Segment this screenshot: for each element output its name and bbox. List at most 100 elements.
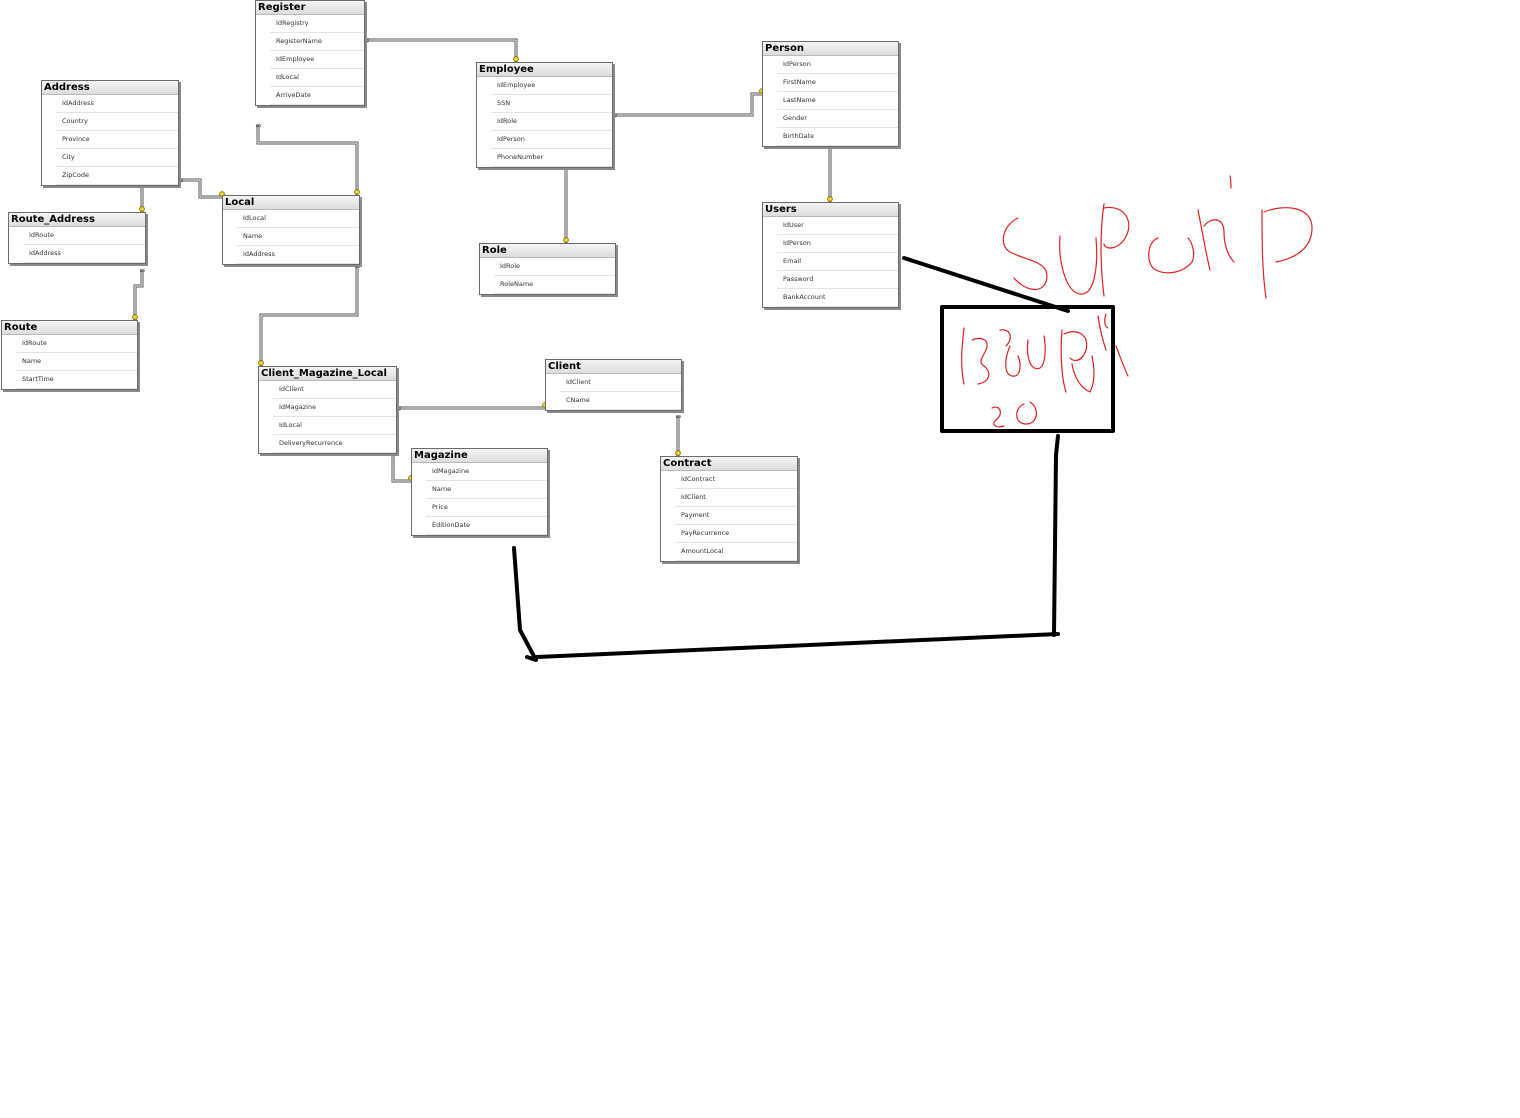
table-column-row[interactable]: IdClient: [675, 489, 797, 507]
column-name: RoleName: [500, 280, 534, 288]
relationship-client_magazine_local-client[interactable]: ∞: [395, 402, 548, 413]
table-column-row[interactable]: Name: [426, 481, 547, 499]
table-column-row[interactable]: DeliveryRecurrence: [273, 435, 396, 453]
column-name: IdLocal: [279, 421, 302, 429]
column-name: Name: [22, 357, 42, 365]
table-title: Client_Magazine_Local: [259, 367, 396, 381]
column-name: IdMagazine: [279, 403, 317, 411]
column-name: IdLocal: [276, 73, 299, 81]
table-title: Route: [2, 321, 137, 335]
table-column-row[interactable]: IdRole: [494, 258, 615, 276]
column-name: IdAddress: [62, 99, 94, 107]
table-column-row[interactable]: BirthDate: [777, 128, 898, 146]
table-column-row[interactable]: IdContract: [675, 471, 797, 489]
column-name: IdClient: [566, 378, 591, 386]
table-column-row[interactable]: IdRole: [491, 113, 612, 131]
many-end-marker: ∞: [255, 121, 262, 130]
table-column-row[interactable]: Name: [16, 353, 137, 371]
table-column-row[interactable]: RegisterName: [270, 33, 364, 51]
column-name: PhoneNumber: [497, 153, 544, 161]
table-column-row[interactable]: FirstName: [777, 74, 898, 92]
table-title: Route_Address: [9, 213, 145, 227]
relationship-route_address-route[interactable]: ∞: [132, 266, 146, 320]
table-column-row[interactable]: ZipCode: [56, 167, 178, 185]
table-column-row[interactable]: IdRoute: [23, 227, 145, 245]
table-column-row[interactable]: IdRoute: [16, 335, 137, 353]
table-column-row[interactable]: ArriveDate: [270, 87, 364, 105]
table-column-row[interactable]: Name: [237, 228, 359, 246]
table-column-row[interactable]: Country: [56, 113, 178, 131]
table-column-row[interactable]: IdPerson: [777, 56, 898, 74]
table-column-row[interactable]: IdEmployee: [491, 77, 612, 95]
table-column-row[interactable]: StartTime: [16, 371, 137, 389]
relationship-client-contract[interactable]: ∞: [675, 412, 682, 456]
relationship-local-client_magazine_local[interactable]: ∞: [258, 262, 361, 366]
table-column-row[interactable]: City: [56, 149, 178, 167]
table-column-row[interactable]: Province: [56, 131, 178, 149]
table-column-row[interactable]: LastName: [777, 92, 898, 110]
table-column-row[interactable]: IdLocal: [237, 210, 359, 228]
table-column-row[interactable]: Price: [426, 499, 547, 517]
table-column-row[interactable]: IdLocal: [273, 417, 396, 435]
table-column-row[interactable]: IdClient: [560, 374, 681, 392]
table-column-row[interactable]: Payment: [675, 507, 797, 525]
table-column-row[interactable]: CName: [560, 392, 681, 410]
column-name: IdUser: [783, 221, 804, 229]
column-name: Email: [783, 257, 802, 265]
table-column-row[interactable]: IdAddress: [23, 245, 145, 263]
table-column-row[interactable]: Email: [777, 253, 898, 271]
one-end-key-marker: [513, 56, 519, 62]
table-column-row[interactable]: PhoneNumber: [491, 149, 612, 167]
table-column-row[interactable]: IdAddress: [56, 95, 178, 113]
table-column-row[interactable]: IdLocal: [270, 69, 364, 87]
column-name: ArriveDate: [276, 91, 311, 99]
table-column-row[interactable]: RoleName: [494, 276, 615, 294]
table-column-row[interactable]: BankAccount: [777, 289, 898, 307]
column-name: IdPerson: [783, 60, 811, 68]
table-column-row[interactable]: AmountLocal: [675, 543, 797, 561]
column-name: Name: [243, 232, 263, 240]
table-column-row[interactable]: IdPerson: [491, 131, 612, 149]
table-column-row[interactable]: IdMagazine: [273, 399, 396, 417]
many-end-marker: ∞: [611, 111, 618, 120]
one-end-key-marker: [258, 360, 264, 366]
table-column-row[interactable]: SSN: [491, 95, 612, 113]
column-name: FirstName: [783, 78, 816, 86]
table-column-row[interactable]: IdUser: [777, 217, 898, 235]
column-name: ZipCode: [62, 171, 90, 179]
table-column-row[interactable]: IdAddress: [237, 246, 359, 264]
table-column-row[interactable]: Password: [777, 271, 898, 289]
table-title: Local: [223, 196, 359, 210]
table-column-row[interactable]: IdEmployee: [270, 51, 364, 69]
table-column-row[interactable]: IdPerson: [777, 235, 898, 253]
table-column-row[interactable]: IdClient: [273, 381, 396, 399]
table-title: Register: [256, 1, 364, 15]
table-title: Magazine: [412, 449, 547, 463]
table-column-row[interactable]: IdRegistry: [270, 15, 364, 33]
relationship-address-local[interactable]: ∞: [177, 176, 225, 199]
table-column-row[interactable]: PayRecurrence: [675, 525, 797, 543]
relationship-register-employee[interactable]: ∞: [363, 36, 519, 62]
one-end-key-marker: [132, 314, 138, 320]
table-column-row[interactable]: IdMagazine: [426, 463, 547, 481]
marker-box: [940, 305, 1115, 433]
one-end-key-marker: [563, 237, 569, 243]
table-column-row[interactable]: Gender: [777, 110, 898, 128]
table-column-row[interactable]: EditionDate: [426, 517, 547, 535]
relationship-register-local[interactable]: ∞: [255, 121, 360, 195]
